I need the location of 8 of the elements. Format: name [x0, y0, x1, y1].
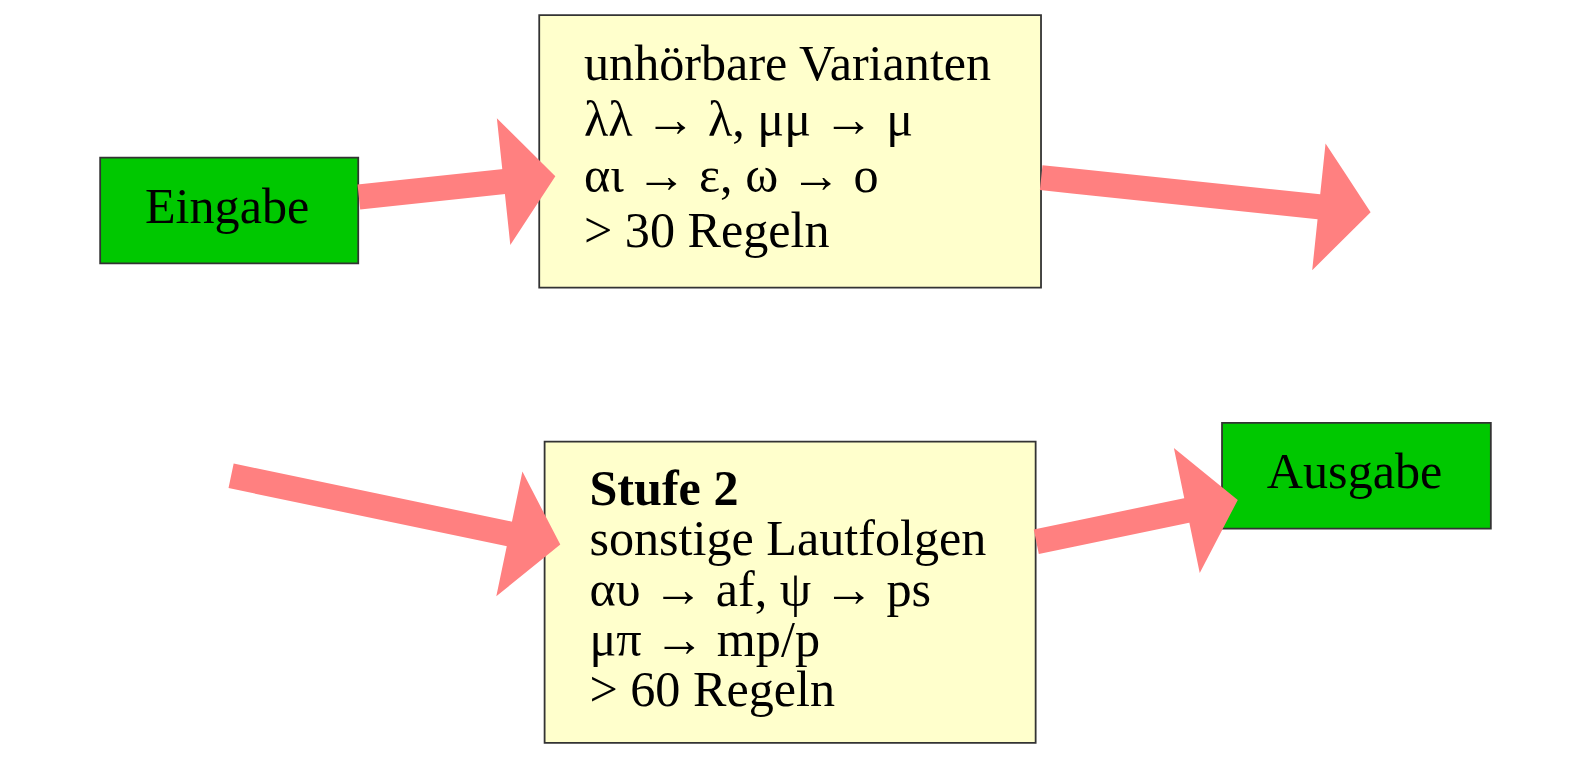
- arrow: [1033, 448, 1238, 573]
- arrow: [1039, 143, 1371, 271]
- node-box: unhörbare Varianten λλ → λ, μμ → μ αι → ε, ω → o > 30 Regeln: [537, 14, 1042, 289]
- arrow: [228, 463, 560, 597]
- node-box: Ausgabe: [1220, 422, 1492, 530]
- node-box: Stufe 2 sonstige Lautfolgen αυ → af, ψ → ps μπ → mp/p > 60 Regeln: [543, 440, 1037, 744]
- node-box: Eingabe: [98, 156, 359, 265]
- arrow: [357, 118, 555, 245]
